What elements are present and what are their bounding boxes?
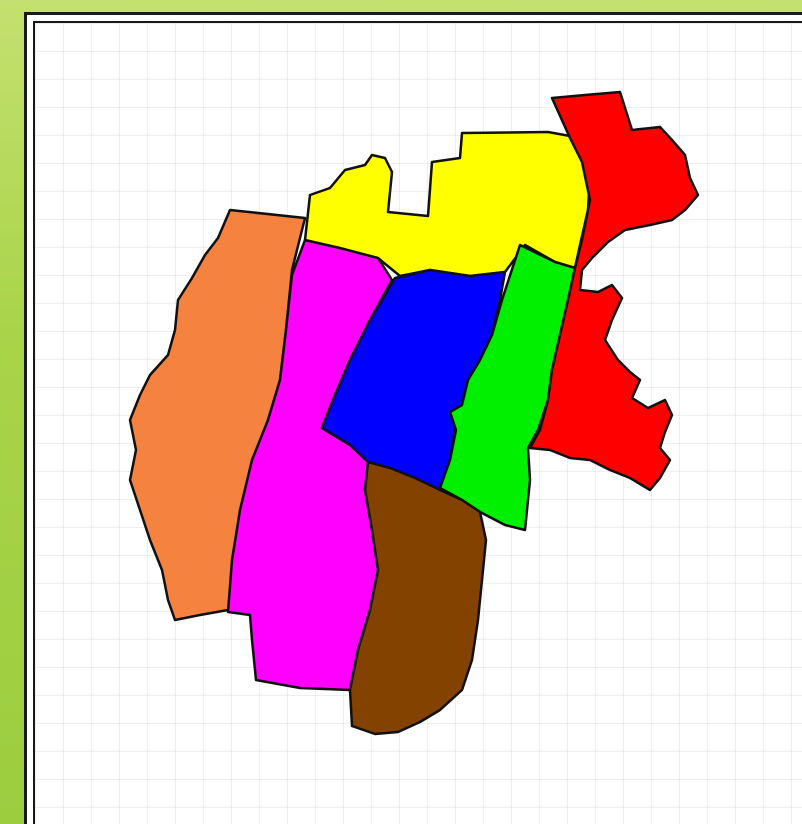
- region-south[interactable]: [348, 460, 488, 736]
- region-east[interactable]: [528, 90, 700, 492]
